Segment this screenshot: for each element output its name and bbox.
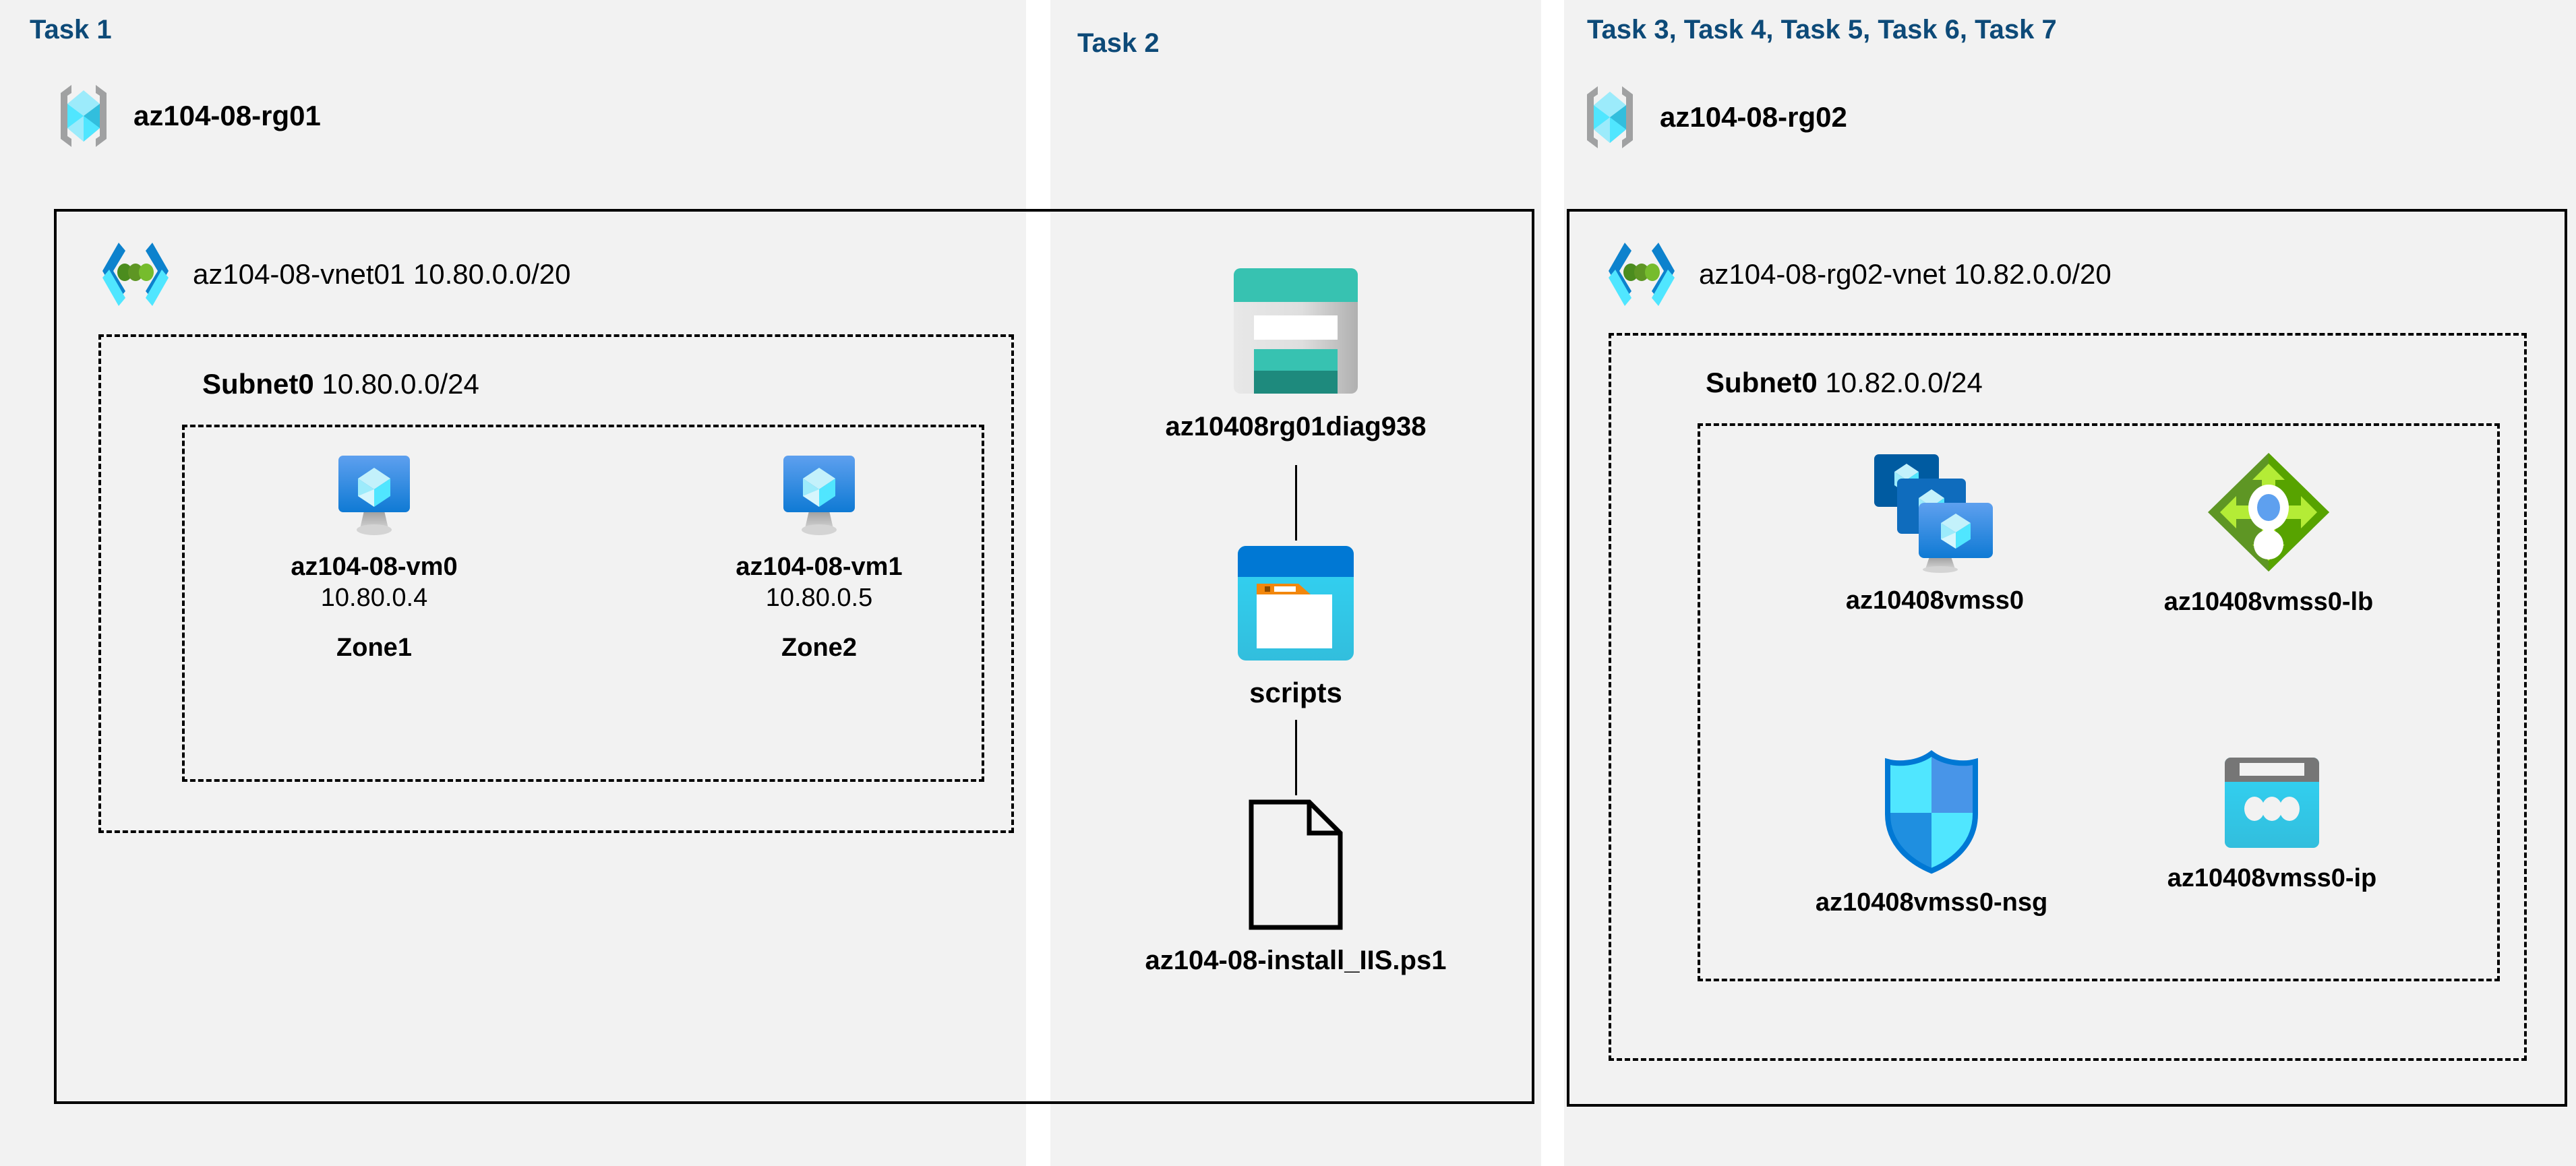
vnet02-header: az104-08-rg02-vnet 10.82.0.0/20 bbox=[1600, 237, 2111, 311]
availability-zones-boundary bbox=[182, 425, 984, 782]
vnet02-boundary bbox=[1567, 209, 2567, 1107]
vm-scale-set-icon bbox=[1873, 450, 1997, 573]
network-security-group-icon bbox=[1880, 749, 1983, 875]
load-balancer-label: az10408vmss0-lb bbox=[2163, 588, 2374, 616]
task2-title: Task 2 bbox=[1077, 28, 1160, 58]
subnet0-right-name: Subnet0 bbox=[1706, 367, 1818, 398]
vnet02-name: az104-08-rg02-vnet bbox=[1699, 258, 1946, 290]
virtual-network-icon bbox=[1600, 237, 1683, 311]
vm-scale-set-az10408vmss0[interactable]: az10408vmss0 bbox=[1780, 450, 2090, 617]
vnet01-label: az104-08-vnet01 10.80.0.0/20 bbox=[193, 258, 570, 290]
storage-account-label: az10408rg01diag938 bbox=[1165, 412, 1427, 441]
task3to7-panel bbox=[1564, 0, 2576, 1166]
script-file-label: az104-08-install_IIS.ps1 bbox=[1145, 946, 1447, 975]
script-file-az104-08-install-iis[interactable]: az104-08-install_IIS.ps1 bbox=[1073, 798, 1518, 977]
storage-account-az10408rg01diag938[interactable]: az10408rg01diag938 bbox=[1094, 264, 1498, 443]
vm1-zone: Zone2 bbox=[781, 634, 857, 663]
connector-storage-to-container bbox=[1295, 465, 1297, 541]
vm-az104-08-vm1[interactable]: az104-08-vm1 10.80.0.5 Zone2 bbox=[674, 453, 964, 663]
load-balancer-icon bbox=[2205, 450, 2332, 574]
vm-az104-08-vm0[interactable]: az104-08-vm0 10.80.0.4 Zone1 bbox=[229, 453, 519, 663]
vmss-label: az10408vmss0 bbox=[1845, 586, 2025, 615]
public-ip-az10408vmss0-ip[interactable]: az10408vmss0-ip bbox=[2117, 755, 2427, 894]
resource-group-rg02-label: az104-08-rg02 bbox=[1660, 101, 1847, 133]
resource-group-rg01-label: az104-08-rg01 bbox=[133, 100, 321, 131]
task1-panel bbox=[0, 0, 1026, 1166]
public-ip-address-icon bbox=[2222, 755, 2322, 851]
vm0-name: az104-08-vm0 bbox=[291, 553, 458, 581]
script-file-icon bbox=[1242, 798, 1350, 931]
vm1-name: az104-08-vm1 bbox=[736, 553, 903, 581]
virtual-network-icon bbox=[94, 237, 177, 311]
vm0-zone: Zone1 bbox=[336, 634, 412, 663]
vm0-ip: 10.80.0.4 bbox=[320, 583, 428, 612]
subnet0-left-boundary bbox=[98, 334, 1014, 833]
vnet02-label: az104-08-rg02-vnet 10.82.0.0/20 bbox=[1699, 258, 2111, 290]
vnet01-header: az104-08-vnet01 10.80.0.0/20 bbox=[94, 237, 570, 311]
resource-group-icon bbox=[1578, 82, 1642, 152]
load-balancer-az10408vmss0-lb[interactable]: az10408vmss0-lb bbox=[2103, 450, 2434, 618]
subnet0-left-label: Subnet0 10.80.0.0/24 bbox=[202, 368, 479, 400]
blob-container-scripts[interactable]: scripts bbox=[1094, 543, 1498, 710]
nsg-label: az10408vmss0-nsg bbox=[1815, 888, 2048, 917]
vmss-resources-boundary bbox=[1698, 423, 2500, 981]
task1-title: Task 1 bbox=[30, 15, 112, 44]
subnet0-left-name: Subnet0 bbox=[202, 368, 314, 400]
resource-group-icon bbox=[51, 81, 116, 151]
connector-container-to-file bbox=[1295, 720, 1297, 795]
network-security-group-az10408vmss0-nsg[interactable]: az10408vmss0-nsg bbox=[1753, 749, 2110, 919]
subnet0-right-cidr: 10.82.0.0/24 bbox=[1825, 367, 1983, 398]
task3to7-title: Task 3, Task 4, Task 5, Task 6, Task 7 bbox=[1587, 15, 2057, 44]
subnet0-left-cidr: 10.80.0.0/24 bbox=[322, 368, 479, 400]
subnet0-right-boundary bbox=[1609, 333, 2527, 1061]
resource-group-rg02: az104-08-rg02 bbox=[1578, 82, 1847, 152]
vm1-ip: 10.80.0.5 bbox=[765, 583, 873, 612]
virtual-machine-icon bbox=[332, 453, 417, 539]
vnet01-name: az104-08-vnet01 bbox=[193, 258, 406, 290]
storage-account-icon bbox=[1230, 264, 1362, 398]
virtual-machine-icon bbox=[777, 453, 862, 539]
blob-container-label: scripts bbox=[1249, 677, 1342, 708]
resource-group-rg01: az104-08-rg01 bbox=[51, 81, 321, 151]
vnet01-boundary bbox=[54, 209, 1534, 1104]
public-ip-label: az10408vmss0-ip bbox=[2167, 864, 2377, 892]
blob-container-icon bbox=[1235, 543, 1356, 663]
vnet02-cidr: 10.82.0.0/20 bbox=[1954, 258, 2111, 290]
vnet01-cidr: 10.80.0.0/20 bbox=[413, 258, 571, 290]
subnet0-right-label: Subnet0 10.82.0.0/24 bbox=[1706, 367, 1983, 399]
